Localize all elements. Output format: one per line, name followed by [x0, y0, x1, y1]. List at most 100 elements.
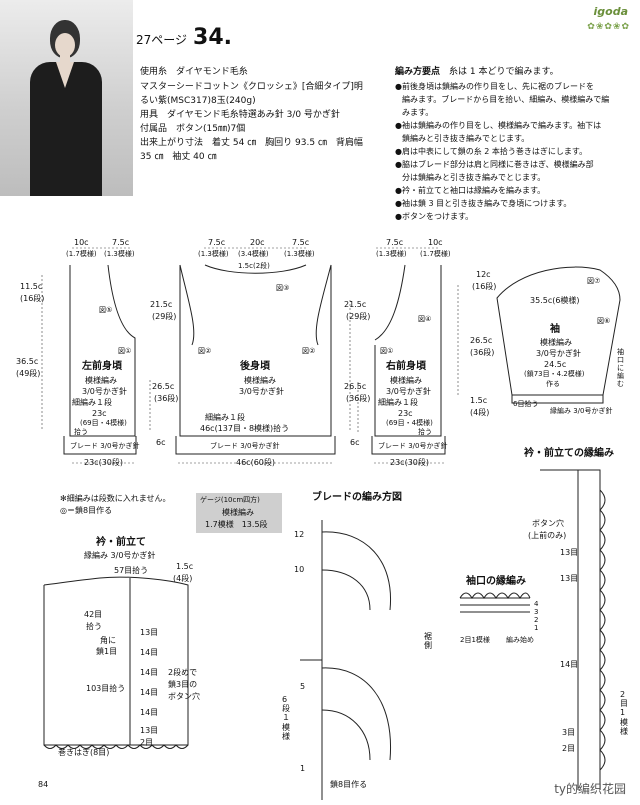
figure-ref: 図④ — [418, 315, 432, 323]
panel-label: 細編み１段 — [72, 398, 112, 407]
panel-label: 模様編み — [244, 376, 276, 385]
row-number: 10 — [294, 565, 305, 574]
points-title: 編み方要点 — [395, 67, 441, 77]
gauge-box — [196, 493, 282, 533]
count-label: 13目 — [560, 574, 579, 583]
points-line: 分は鎖編みと引き抜き編みでとじます。 — [402, 173, 546, 182]
gauge-label: 1.7模様 13.5段 — [205, 520, 268, 529]
pattern-number: 34. — [193, 25, 233, 50]
sleeve-outline — [496, 266, 621, 396]
page-number: 84 — [38, 780, 49, 789]
left-front-title: 左前身頃 — [82, 361, 122, 372]
left-front-braid — [63, 436, 137, 455]
figure-ref: 図⑤ — [99, 306, 113, 314]
materials-line: 35 ㎝ 袖丈 40 ㎝ — [140, 152, 217, 162]
panel-label: 細編み１段 — [205, 413, 245, 422]
front-edge-title: 衿・前立ての縁編み — [524, 448, 614, 459]
panel-label: 鎖3目の — [168, 680, 198, 689]
dim-label: 20c — [250, 238, 265, 247]
front-edge-frame — [540, 469, 601, 790]
model-photo — [0, 0, 133, 196]
panel-label: 細編み１段 — [378, 398, 418, 407]
row-number: 3 — [534, 608, 539, 616]
dim-label: (鎖73目・4.2模様) — [524, 370, 585, 378]
points-line: ●肩は中表にして鎖の糸 2 本拾う巻きはぎにします。 — [395, 147, 588, 156]
count-label: 14目 — [560, 660, 579, 669]
dim-label: 11.5c — [20, 282, 43, 291]
panel-label: 103目拾う — [86, 684, 126, 693]
dim-label: 23c(30段) — [84, 458, 123, 467]
points-line: ●前後身頃は鎖編みの作り目をし、先に裾のブレードを — [395, 82, 594, 91]
points-line: 鎖編みと引き抜き編みでとじます。 — [402, 134, 530, 143]
materials-line: 使用糸 ダイヤモンド毛糸 — [140, 67, 248, 77]
dim-label: 12c — [476, 270, 491, 279]
panel-label: 拾う — [74, 428, 88, 436]
dim-label: 1.5c — [470, 396, 488, 405]
dim-label: (36段) — [154, 394, 179, 403]
brand-logo: igoda — [593, 5, 629, 18]
dim-label: 6c — [350, 438, 360, 447]
braid-chart-title: ブレードの編み方図 — [312, 492, 402, 503]
dim-label: (1.3模様) — [198, 250, 229, 258]
repeat-label: 6段１模様 — [282, 695, 290, 741]
panel-label: 2段めで — [168, 668, 198, 677]
dim-label: 作る — [546, 380, 560, 388]
row-number: 1 — [300, 764, 306, 773]
dim-label: 1.5c — [176, 562, 194, 571]
panel-label: 3/0号かぎ針 — [82, 387, 127, 396]
points-line: ●脇はブレード部分は肩と同様に巻きはぎ、模様編み部 — [395, 160, 594, 169]
collar-scallop — [43, 744, 189, 749]
gauge-label: 模様編み — [222, 508, 254, 517]
points-intro: 糸は 1 本どりで編みます。 — [449, 67, 559, 77]
materials-line: るい紫(MSC317)8玉(240g) — [140, 96, 256, 106]
back-braid — [175, 436, 336, 455]
dim-label: 7.5c — [386, 238, 404, 247]
panel-label: 46c(137目・8模様)拾う — [200, 424, 290, 433]
panel-label: 23c — [92, 409, 107, 418]
buttonhole-label: ボタン穴 — [532, 519, 564, 528]
side-label: 裾側 — [424, 632, 432, 651]
left-front-outline — [69, 264, 136, 437]
count-label: 13目 — [140, 726, 159, 735]
dim-label: (3.4模様) — [238, 250, 269, 258]
back-neck — [204, 264, 307, 274]
count-label: 2目 — [140, 738, 154, 747]
figure-ref: 図③ — [276, 284, 290, 292]
sleeve-cuff — [511, 395, 604, 404]
panel-label: 42目 — [84, 610, 103, 619]
panel-label: 鎖8目作る — [330, 780, 368, 789]
dim-label: 10c — [428, 238, 443, 247]
sleeve-title: 袖 — [550, 324, 560, 335]
panel-label: ボタン穴 — [168, 692, 200, 701]
cuff-edge-scallop — [459, 592, 531, 599]
collar-title: 衿・前立て — [96, 537, 146, 548]
dim-label: 10c — [74, 238, 89, 247]
materials-line: マスターシードコットン《クロッシェ》[合細タイプ]明 — [140, 82, 363, 92]
dim-label: (1.3模様) — [284, 250, 315, 258]
braid-label: ブレード 3/0号かぎ針 — [210, 442, 280, 450]
dim-label: (4段) — [470, 408, 490, 417]
right-front-braid — [371, 436, 446, 455]
dim-label: (29段) — [346, 312, 371, 321]
panel-label: 縁編み 3/0号かぎ針 — [550, 407, 613, 415]
back-title: 後身頃 — [240, 361, 270, 372]
row-number: 4 — [534, 600, 539, 608]
dim-label: (1.7模様) — [420, 250, 451, 258]
repeat-label: 2目1模様 — [620, 690, 628, 736]
figure-ref: 図⑥ — [597, 317, 611, 325]
panel-label: 鎖1目 — [96, 647, 118, 656]
dim-label: 7.5c — [208, 238, 226, 247]
dim-label: 21.5c — [150, 300, 173, 309]
note-line: ✻細編みは段数に入れません。 — [60, 494, 171, 503]
dim-label: (36段) — [470, 348, 495, 357]
panel-label: 拾う — [86, 622, 102, 631]
panel-label: 拾う — [418, 428, 432, 436]
braid-fan-lower — [321, 667, 392, 761]
dim-label: (29段) — [152, 312, 177, 321]
dim-label: 36.5c — [16, 357, 39, 366]
panel-label: 3/0号かぎ針 — [239, 387, 284, 396]
count-label: 3目 — [562, 728, 576, 737]
materials-line: 付属品 ボタン(15㎜)7個 — [140, 124, 246, 134]
